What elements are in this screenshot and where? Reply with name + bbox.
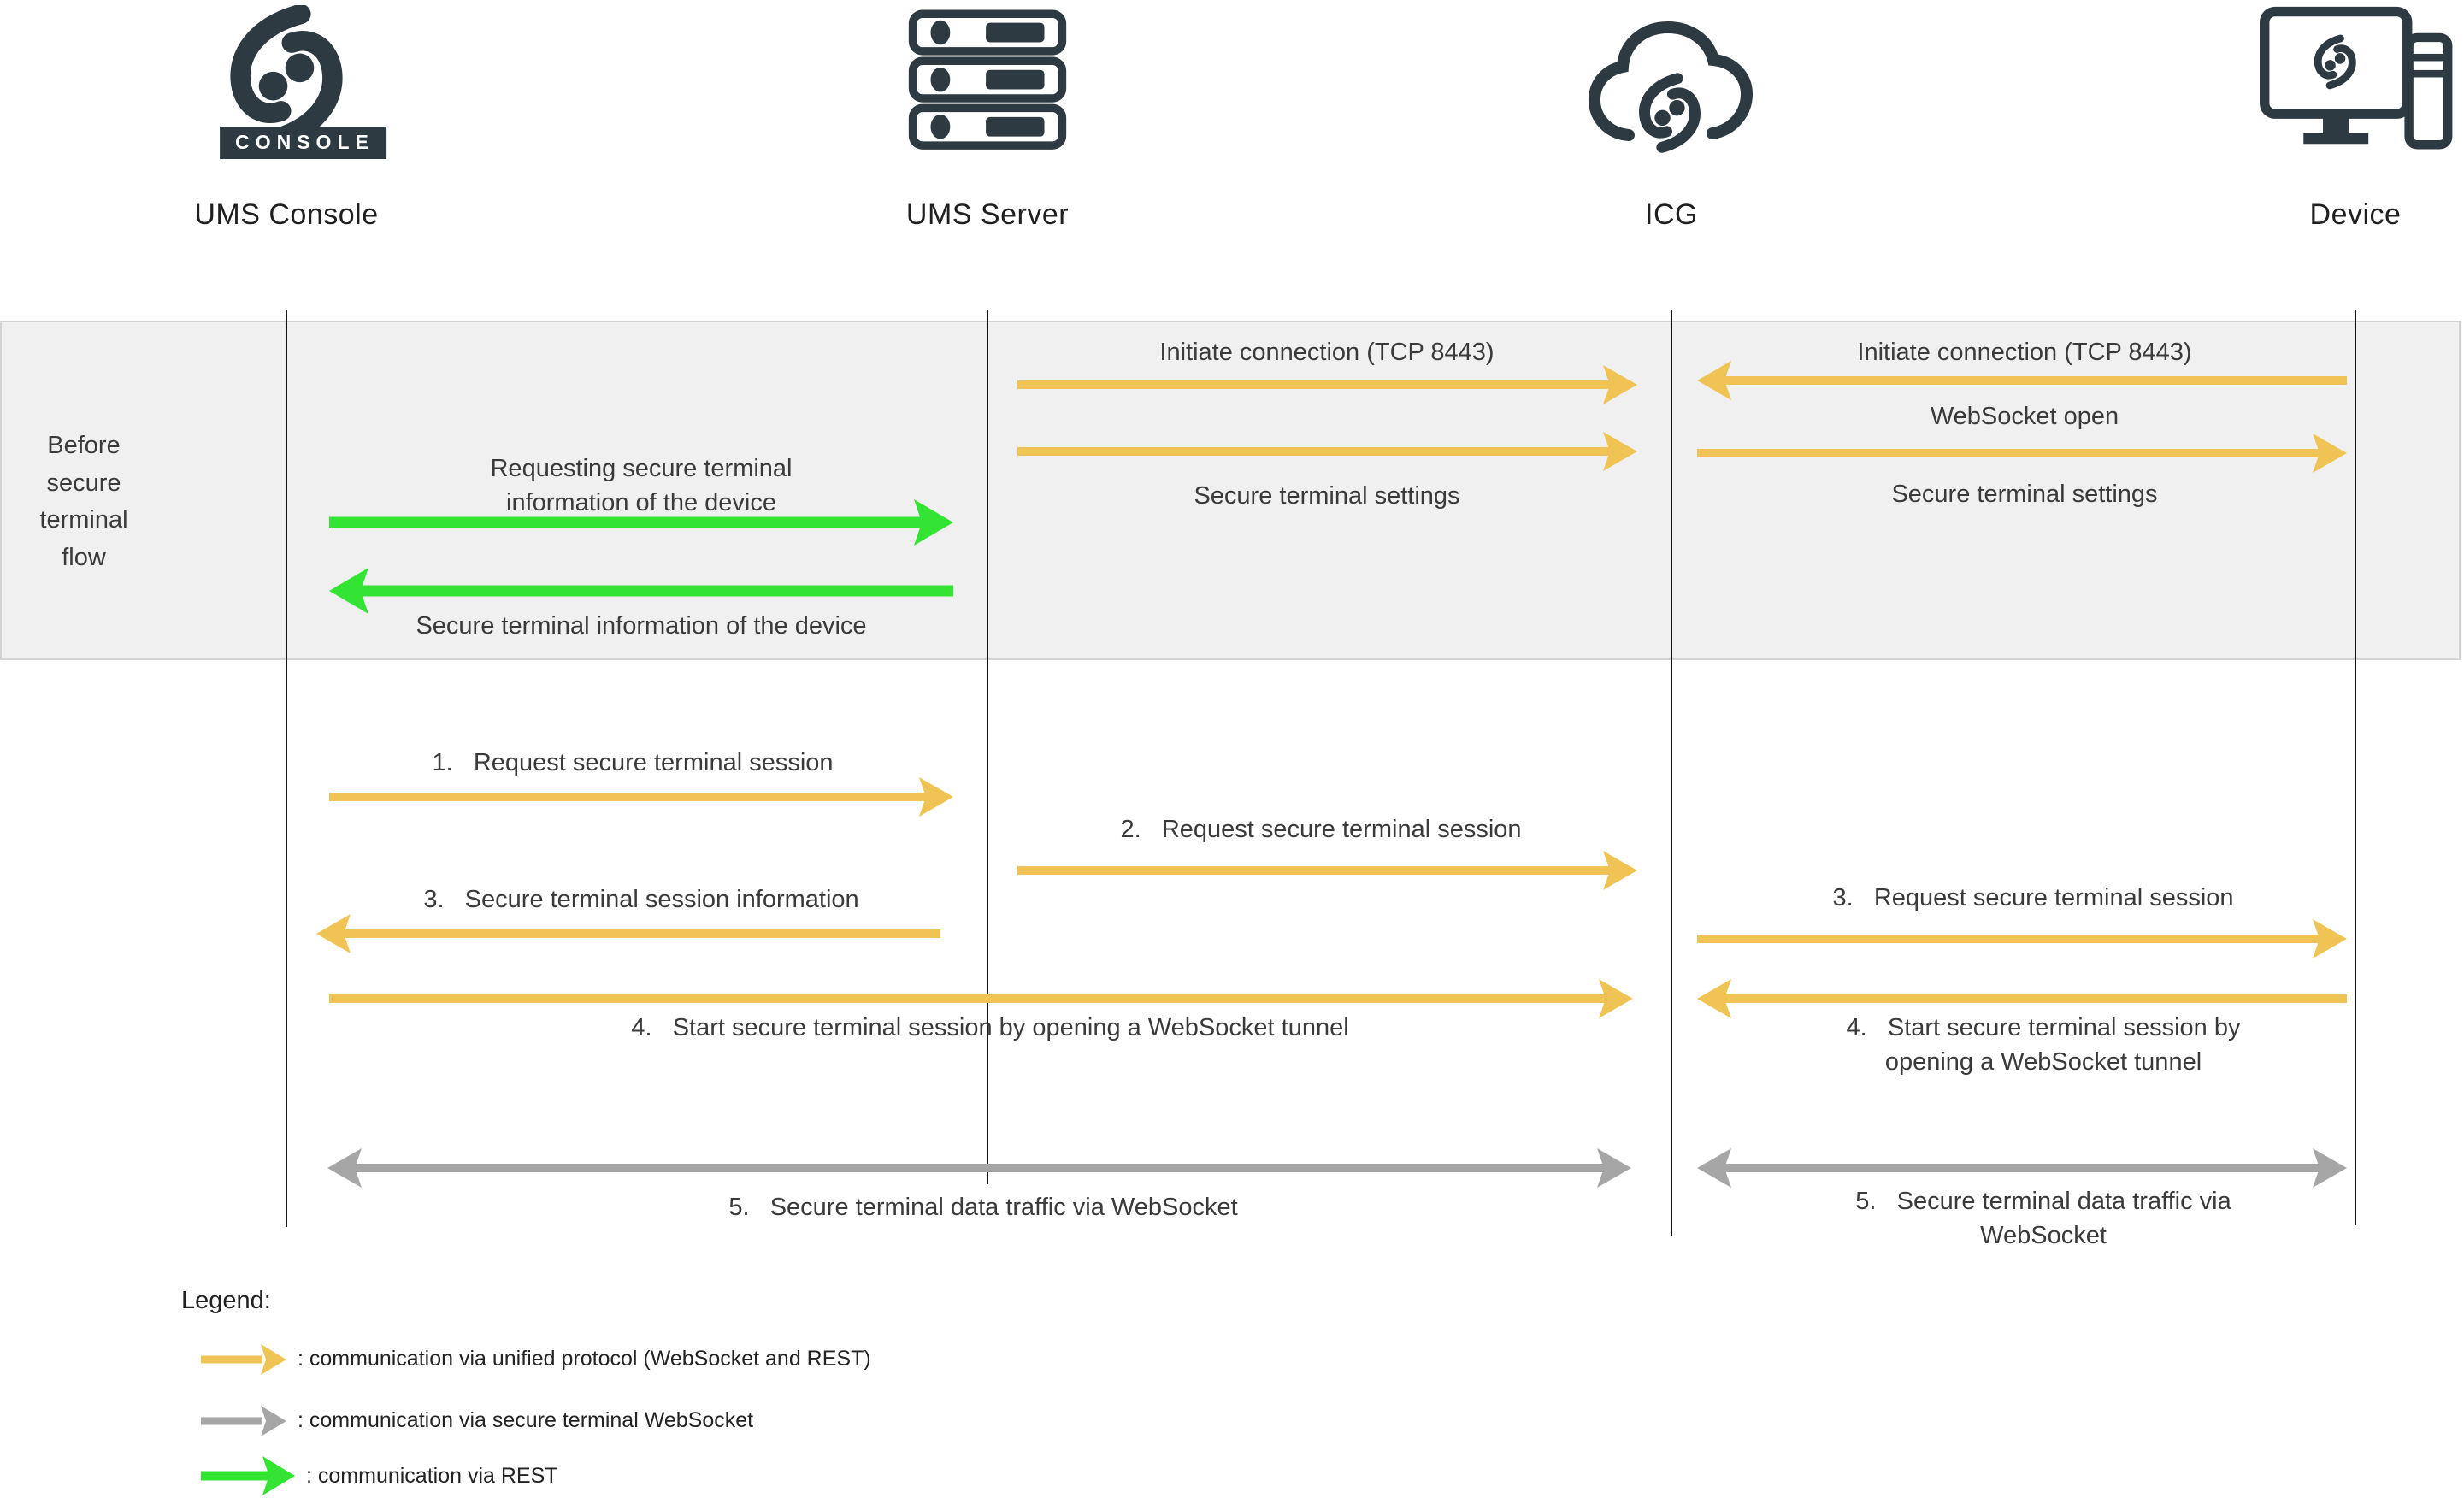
msg-step4-long: 4. Start secure terminal session by open…: [631, 1014, 1349, 1041]
lifeline-icg: [1671, 310, 1672, 1236]
legend-yellow-arrow-icon: [201, 1334, 286, 1385]
msg-step4-device: 4. Start secure terminal session by open…: [1846, 1014, 2241, 1076]
arrow-step1-console-server: [329, 771, 953, 823]
cloud-link-icon: [1586, 5, 1757, 198]
actor-icg: ICG: [1535, 5, 1808, 232]
arrow-request-secure-terminal-info: [329, 497, 953, 548]
arrow-step4-device-icg: [1697, 973, 2347, 1024]
msg-websocket-open: WebSocket open: [1930, 403, 2119, 430]
msg-initiate-connection-server-icg: Initiate connection (TCP 8443): [1159, 339, 1494, 366]
legend-item-rest: : communication via REST: [306, 1464, 558, 1488]
lifeline-ums-console: [286, 310, 287, 1227]
msg-initiate-connection-icg-device: Initiate connection (TCP 8443): [1857, 339, 2192, 366]
before-flow-band-label: Before secure terminal flow: [39, 432, 128, 571]
console-badge: CONSOLE: [220, 127, 386, 159]
msg-secure-terminal-info-of-device: Secure terminal information of the devic…: [416, 612, 867, 640]
igel-console-logo-icon: CONSOLE: [214, 5, 386, 198]
server-rack-icon: [906, 5, 1069, 198]
legend-title: Legend:: [181, 1287, 271, 1314]
msg-step1: 1. Request secure terminal session: [432, 749, 834, 776]
actor-label-ums-console: UMS Console: [194, 198, 379, 231]
arrow-step4-console-icg: [329, 973, 1633, 1024]
legend-green-arrow-icon: [201, 1450, 295, 1501]
arrow-initiate-connection-server-icg: [1017, 359, 1637, 410]
arrow-step2-server-icg: [1017, 845, 1637, 896]
arrow-initiate-connection-device-icg: [1697, 355, 2347, 406]
msg-secure-terminal-settings-server-icg: Secure terminal settings: [1194, 482, 1460, 510]
msg-requesting-secure-terminal-info: Requesting secure terminal information o…: [490, 455, 793, 517]
lifeline-ums-server: [987, 310, 988, 1184]
actor-label-icg: ICG: [1645, 198, 1698, 231]
msg-step3-console: 3. Secure terminal session information: [423, 886, 859, 913]
msg-step3-device: 3. Request secure terminal session: [1832, 884, 2234, 911]
legend-item-unified-protocol: : communication via unified protocol (We…: [298, 1347, 871, 1371]
actor-device: Device: [2219, 5, 2464, 232]
arrow-step3-server-console: [316, 908, 940, 959]
actor-ums-console: CONSOLE UMS Console: [150, 5, 423, 232]
arrow-step3-icg-device: [1697, 913, 2347, 964]
msg-step5-device: 5. Secure terminal data traffic via WebS…: [1855, 1188, 2231, 1250]
arrow-websocket-open-icg-device: [1697, 428, 2347, 479]
msg-step5-long: 5. Secure terminal data traffic via WebS…: [728, 1194, 1238, 1221]
desktop-computer-icon: [2257, 5, 2454, 198]
legend-gray-arrow-icon: [201, 1395, 286, 1447]
lifeline-device: [2355, 310, 2356, 1225]
msg-step2: 2. Request secure terminal session: [1120, 816, 1522, 843]
msg-secure-terminal-settings-icg-device: Secure terminal settings: [1891, 481, 2158, 508]
arrow-secure-terminal-settings-server-icg: [1017, 426, 1637, 477]
legend-item-secure-terminal-websocket: : communication via secure terminal WebS…: [298, 1408, 754, 1432]
actor-ums-server: UMS Server: [851, 5, 1124, 232]
arrow-secure-terminal-info-response: [329, 565, 953, 616]
arrow-step5-console-icg: [327, 1142, 1631, 1194]
actor-label-ums-server: UMS Server: [905, 198, 1070, 231]
actor-label-device: Device: [2309, 198, 2402, 231]
arrow-step5-icg-device: [1697, 1142, 2347, 1194]
